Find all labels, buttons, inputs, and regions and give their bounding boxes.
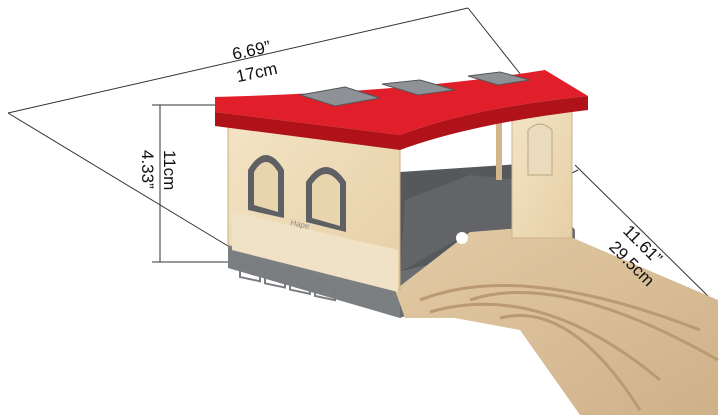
height-inches-label: 4.33” xyxy=(138,150,157,189)
station-back-wall xyxy=(496,109,573,239)
arched-window-left xyxy=(248,155,284,218)
svg-text:Hape: Hape xyxy=(290,218,311,231)
hape-logo: Hape xyxy=(290,218,311,231)
height-cm-label: 11cm xyxy=(160,150,179,191)
station-roof xyxy=(215,70,588,150)
station-front-wall: Hape xyxy=(227,111,401,302)
arched-window-right xyxy=(306,167,346,232)
dimension-lines xyxy=(7,7,717,306)
